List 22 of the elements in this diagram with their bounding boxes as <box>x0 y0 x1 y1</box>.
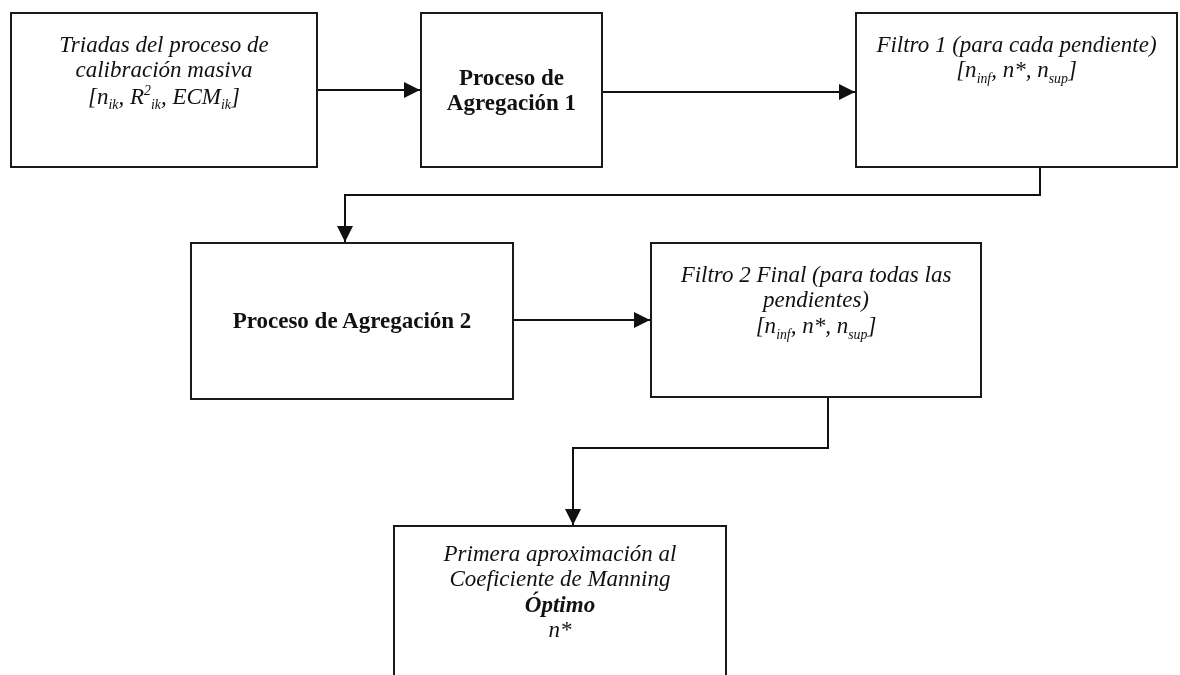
arrow <box>513 312 651 328</box>
box-text: [n$_{inf}$, n*, n$_{sup}$] <box>755 312 877 342</box>
box-text: [n$_{ik}$, R$^{2}$$_{ik}$, ECM$_{ik}$] <box>88 82 240 112</box>
box-text: Proceso de Agregación 1 <box>445 64 578 116</box>
process-box <box>650 242 982 398</box>
box-text: Óptimo <box>524 591 596 617</box>
process-box <box>855 12 1178 168</box>
process-box <box>393 525 727 675</box>
process-box <box>190 242 514 400</box>
box-text: [n$_{inf}$, n*, n$_{sup}$] <box>956 57 1077 87</box>
box-text: Primera aproximación al Coeficiente de Manning <box>442 541 678 592</box>
box-text: Proceso de Agregación 2 <box>232 308 472 334</box>
box-text: Filtro 1 (para cada pendiente) <box>876 32 1157 58</box>
box-text: Triadas del proceso de calibración masiva <box>58 32 270 83</box>
arrow <box>317 82 421 98</box>
arrow <box>337 167 1041 243</box>
arrow <box>602 84 856 100</box>
arrow <box>565 397 829 526</box>
process-box <box>10 12 318 168</box>
box-text: Filtro 2 Final (para todas las pendientes) <box>679 262 953 313</box>
box-text: n* <box>548 616 572 643</box>
process-box <box>420 12 603 168</box>
